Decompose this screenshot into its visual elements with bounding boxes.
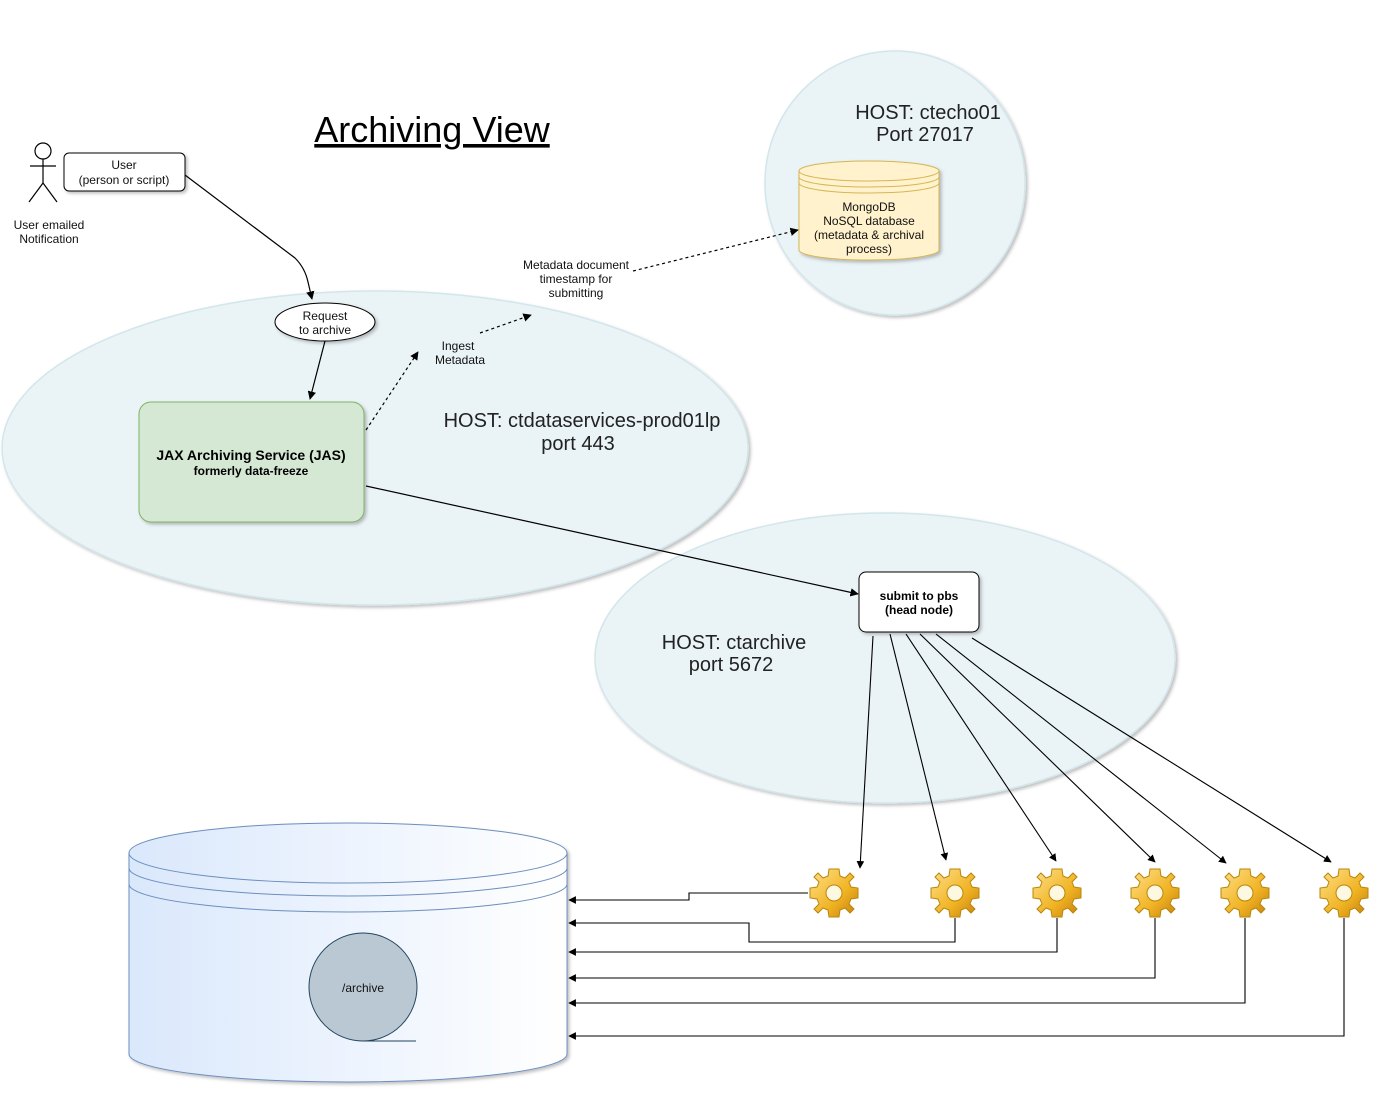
page-title: Archiving View (314, 109, 550, 150)
pbs-to-worker-6-arrow (971, 637, 1332, 863)
host-ctdataservices-line2: port 443 (541, 433, 614, 455)
worker-3-to-storage-arrow (568, 918, 1058, 956)
host-ctarchive-zone (594, 512, 1176, 804)
worker-5-gear-icon (1220, 868, 1270, 918)
user-actor-icon (28, 142, 58, 203)
pbs-to-worker-2-arrow (889, 633, 949, 861)
mongodb-line2: NoSQL database (823, 214, 915, 228)
mongodb-line4: process) (846, 242, 892, 256)
pbs-to-worker-5-arrow (935, 633, 1227, 864)
pbs-to-workers-arrows (856, 633, 1332, 869)
jas-title: JAX Archiving Service (JAS) (156, 447, 345, 463)
worker-6-gear-icon (1319, 868, 1369, 918)
metadata-doc-line1: Metadata document (523, 258, 630, 272)
host-ctecho-line1: HOST: ctecho01 (855, 102, 1001, 124)
worker-4-to-storage-arrow (568, 918, 1156, 982)
host-ctarchive-line1: HOST: ctarchive (662, 632, 806, 654)
mongodb-database-icon (798, 160, 940, 261)
pbs-to-worker-3-arrow (905, 633, 1057, 862)
workers-to-storage-arrows (568, 892, 1345, 1040)
worker-4-gear-icon (1130, 868, 1180, 918)
host-ctdataservices-zone (1, 290, 749, 606)
actor-label-line1: User emailed (14, 218, 85, 232)
worker-2-to-storage-arrow (568, 918, 956, 943)
host-ctdataservices-line1: HOST: ctdataservices-prod01lp (444, 410, 721, 432)
pbs-line2: (head node) (885, 603, 953, 617)
mongodb-line3: (metadata & archival (814, 228, 924, 242)
user-box-line2: (person or script) (79, 173, 170, 187)
host-ctecho-line2: Port 27017 (876, 124, 974, 146)
request-line1: Request (303, 309, 348, 323)
archive-tape-icon (308, 932, 418, 1042)
pbs-line1: submit to pbs (880, 589, 959, 603)
pbs-head-node-box (858, 571, 980, 633)
metadata-doc-line3: submitting (549, 286, 604, 300)
metadata-to-mongodb-arrow (632, 227, 799, 272)
ingest-line2: Metadata (435, 353, 485, 367)
request-line2: to archive (299, 323, 351, 337)
jas-to-ingest-arrow (365, 351, 419, 431)
jas-to-pbs-arrow (365, 485, 859, 597)
worker-5-to-storage-arrow (568, 918, 1246, 1007)
jas-service-box (138, 401, 365, 523)
jas-subtitle: formerly data-freeze (194, 464, 309, 478)
pbs-to-worker-1-arrow (856, 635, 874, 869)
worker-6-to-storage-arrow (568, 918, 1345, 1040)
user-box (63, 152, 186, 192)
user-box-line1: User (111, 158, 136, 172)
worker-3-gear-icon (1032, 868, 1082, 918)
ingest-line1: Ingest (442, 339, 475, 353)
mongodb-line1: MongoDB (842, 200, 895, 214)
actor-label-line2: Notification (19, 232, 78, 246)
metadata-doc-line2: timestamp for (540, 272, 613, 286)
request-to-jas-arrow (307, 340, 326, 400)
worker-2-gear-icon (930, 868, 980, 918)
worker-1-to-storage-arrow (568, 892, 808, 904)
worker-1-gear-icon (809, 868, 859, 918)
host-ctarchive-line2: port 5672 (689, 654, 774, 676)
user-to-request-arrow (184, 174, 315, 300)
archive-label: /archive (342, 981, 384, 995)
pbs-to-worker-4-arrow (919, 633, 1156, 863)
